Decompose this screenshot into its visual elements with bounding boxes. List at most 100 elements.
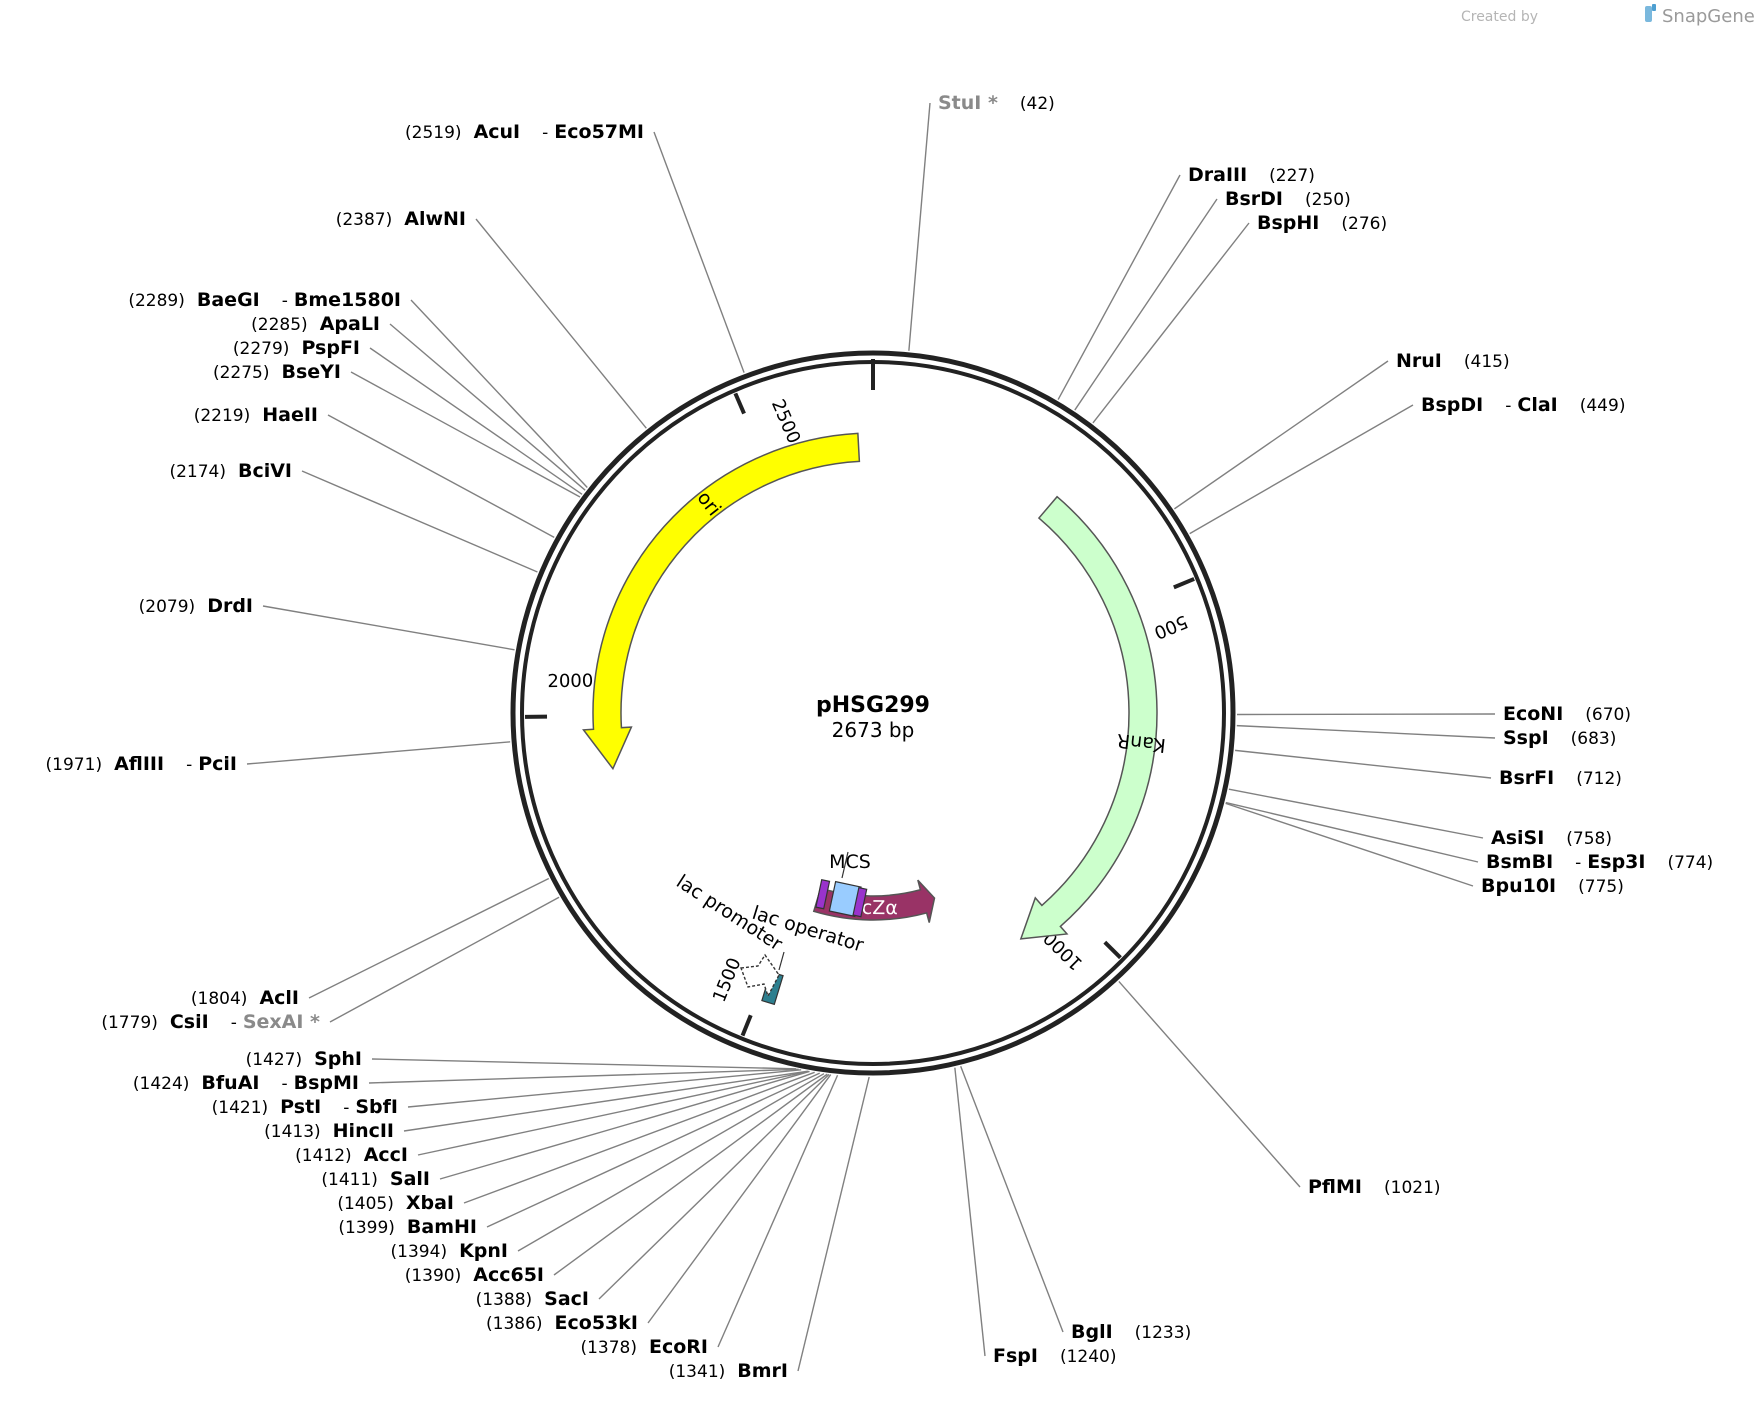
restriction-site-label[interactable]: (1804)AclI [191, 987, 299, 1009]
restriction-site-label[interactable]: (2289)BaeGI-Bme1580I [128, 289, 401, 311]
restriction-site-label[interactable]: (2174)BciVI [169, 460, 292, 482]
enzyme-name: SalI [390, 1168, 430, 1190]
mcs-feature[interactable] [815, 879, 868, 918]
site-leader [647, 1074, 832, 1324]
enzyme-name: BamHI [407, 1216, 477, 1238]
site-leader [1057, 174, 1181, 400]
site-leader [908, 102, 931, 351]
restriction-site-label[interactable]: (2275)BseYI [213, 361, 341, 383]
site-leader [1236, 724, 1496, 739]
site-leader [1118, 980, 1301, 1188]
restriction-site-label[interactable]: (1341)BmrI [669, 1360, 788, 1382]
tick-mark [733, 392, 746, 415]
snapgene-credit: Created by SnapGene [1461, 4, 1755, 27]
site-leader [1189, 404, 1414, 535]
restriction-site-label[interactable]: (2519)AcuI-Eco57MI [405, 121, 644, 143]
site-position: (1233) [1135, 1323, 1192, 1343]
restriction-site-label[interactable]: (1390)Acc65I [405, 1264, 544, 1286]
restriction-site-label[interactable]: EcoNI(670) [1503, 703, 1631, 725]
restriction-site-label[interactable]: PflMI(1021) [1308, 1176, 1441, 1198]
restriction-site-label[interactable]: BglI(1233) [1071, 1321, 1191, 1343]
enzyme-name: NruI [1396, 350, 1442, 372]
restriction-site-label[interactable]: (1386)Eco53kI [486, 1312, 638, 1334]
site-position: (1378) [580, 1338, 637, 1358]
restriction-site-label[interactable]: BsrFI(712) [1499, 767, 1622, 789]
site-position: (2219) [194, 406, 251, 426]
tick-label: 500 [1151, 610, 1191, 643]
restriction-site-label[interactable]: (2079)DrdI [139, 595, 253, 617]
enzyme-name: Eco53kI [555, 1312, 638, 1334]
restriction-site-label[interactable]: AsiSI(758) [1491, 827, 1612, 849]
restriction-site-label[interactable]: SspI(683) [1503, 727, 1616, 749]
ori-feature-arrow[interactable] [582, 432, 861, 771]
restriction-site-label[interactable]: (1413)HincII [264, 1120, 394, 1142]
restriction-site-label[interactable]: (2387)AlwNI [336, 208, 466, 230]
site-position: (1411) [321, 1170, 378, 1190]
restriction-site-label[interactable]: (1399) BamHI [338, 1216, 477, 1238]
site-position: (1424) [133, 1074, 190, 1094]
kanr-feature-arrow[interactable] [1019, 495, 1158, 940]
enzyme-name: BspDI [1421, 394, 1483, 416]
restriction-site-label[interactable]: BspDI-ClaI(449) [1421, 394, 1625, 416]
restriction-site-label[interactable]: (1421)PstI-SbfI [212, 1096, 398, 1118]
restriction-site-label[interactable]: Bpu10I(775) [1481, 875, 1624, 897]
restriction-site-labels: StuI *(42) DraIII (227)BsrDI(250)BspHI(276… [46, 92, 1714, 1382]
site-position: (227) [1269, 166, 1315, 186]
restriction-site-label[interactable]: (1394)KpnI [391, 1240, 508, 1262]
credit-brand: SnapGene [1662, 6, 1755, 27]
site-leader [417, 1070, 809, 1156]
site-position: (1399) [338, 1218, 395, 1238]
restriction-site-label[interactable]: (1424)BfuAI-BspMI [133, 1072, 359, 1094]
restriction-site-label[interactable]: (1412)AccI [295, 1144, 408, 1166]
enzyme-name: BfuAI [201, 1072, 259, 1094]
enzyme-name: PstI [280, 1096, 321, 1118]
site-position: (2275) [213, 363, 270, 383]
enzyme-name: SexAI * [243, 1011, 320, 1033]
enzyme-name: Eco57MI [554, 121, 644, 143]
site-leader [960, 1066, 1064, 1333]
restriction-site-label[interactable]: (1411) SalI [321, 1168, 430, 1190]
enzyme-name: FspI [993, 1345, 1038, 1367]
restriction-site-label[interactable]: BsrDI(250) [1225, 188, 1351, 210]
enzyme-name: DraIII [1188, 164, 1247, 186]
site-leader [407, 1069, 802, 1108]
restriction-site-label[interactable]: (1779)CsiI-SexAI * [101, 1011, 320, 1033]
enzyme-name: CsiI [170, 1011, 209, 1033]
site-leader [1092, 222, 1250, 424]
site-separator: - [343, 1098, 349, 1118]
site-leader [327, 414, 555, 538]
restriction-site-label[interactable]: FspI(1240) [993, 1345, 1117, 1367]
tick-label: 2000 [547, 671, 593, 693]
site-leader [1074, 198, 1218, 411]
restriction-site-label[interactable]: BspHI(276) [1257, 212, 1387, 234]
restriction-site-label[interactable]: (1378)EcoRI [580, 1336, 708, 1358]
restriction-site-label[interactable]: (2279)PspFI [233, 337, 360, 359]
site-leader [598, 1073, 830, 1300]
site-position: (1971) [46, 755, 103, 775]
site-separator: - [282, 291, 288, 311]
site-position: (1021) [1384, 1178, 1441, 1198]
restriction-site-label[interactable]: NruI(415) [1396, 350, 1510, 372]
enzyme-name: StuI * [938, 92, 998, 114]
mcs-label: MCS [829, 851, 871, 873]
site-leader [301, 470, 538, 573]
restriction-site-label[interactable]: (2219)HaeII [194, 404, 318, 426]
restriction-site-label[interactable]: (1427)SphI [246, 1048, 362, 1070]
restriction-site-label[interactable]: (1971)AflIII-PciI [46, 753, 237, 775]
site-position: (1341) [669, 1362, 726, 1382]
site-leader [410, 299, 588, 488]
restriction-site-label[interactable]: (1388)SacI [476, 1288, 589, 1310]
restriction-site-label[interactable]: DraIII (227) [1188, 164, 1315, 186]
restriction-site-label[interactable]: (2285)ApaLI [251, 313, 380, 335]
lac-promoter-feature[interactable] [740, 953, 780, 998]
site-position: (2285) [251, 315, 308, 335]
site-leader [246, 741, 511, 765]
restriction-site-label[interactable]: (1405)XbaI [337, 1192, 454, 1214]
restriction-site-label[interactable]: StuI *(42) [938, 92, 1055, 114]
site-leader [368, 1068, 799, 1084]
enzyme-name: Bme1580I [294, 289, 401, 311]
restriction-site-label[interactable]: BsmBI-Esp3I(774) [1486, 851, 1713, 873]
site-separator: - [1505, 396, 1511, 416]
enzyme-name: BsrFI [1499, 767, 1554, 789]
